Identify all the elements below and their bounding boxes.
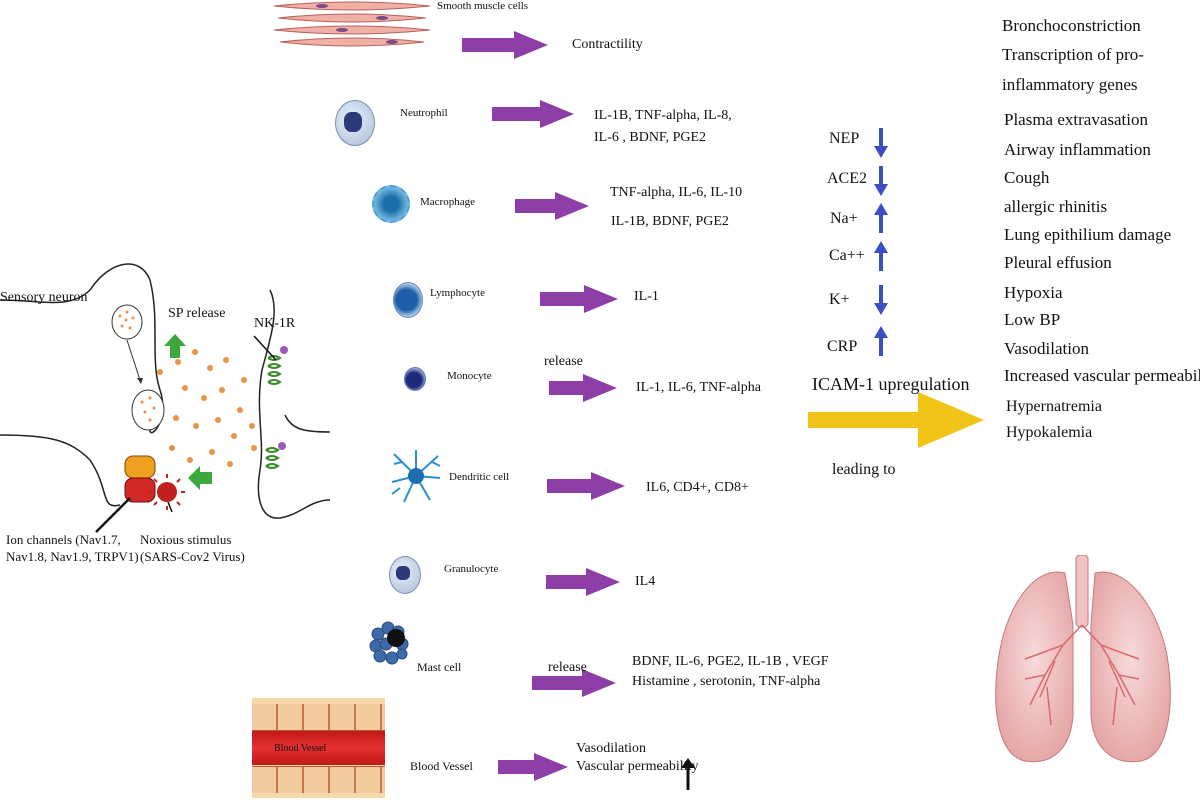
ion-channels-label-2: Nav1.8, Nav1.9, TRPV1) [6, 549, 139, 564]
marker-crp: CRP [827, 338, 858, 355]
outcome-15: Hypokalemia [1006, 424, 1093, 441]
granulocyte-label: Granulocyte [444, 563, 499, 575]
neutrophil-target-2: IL-6 , BDNF, PGE2 [594, 130, 707, 145]
outcome-4: Plasma extravasation [1004, 110, 1148, 129]
lymphocyte-target: IL-1 [634, 289, 659, 304]
down-arrow-icon [874, 166, 888, 196]
down-arrow-icon [874, 285, 888, 315]
outcome-1: Bronchoconstriction [1002, 16, 1141, 35]
monocyte-label: Monocyte [447, 370, 492, 382]
ion-channels-label-1: Ion channels (Nav1.7, [6, 532, 121, 547]
synapse-diagram [0, 263, 330, 533]
down-arrow-icon [874, 128, 888, 158]
marker-ace2: ACE2 [827, 170, 867, 187]
outcome-6: Cough [1004, 168, 1050, 187]
blood-vessel-image: Blood Vessel [252, 698, 385, 798]
up-arrow-icon [874, 203, 888, 233]
icam-label: ICAM-1 upregulation [812, 374, 970, 394]
nk1r-label: NK-1R [254, 316, 296, 331]
mast-target-1: BDNF, IL-6, PGE2, IL-1B , VEGF [632, 654, 829, 669]
marker-ca: Ca++ [829, 247, 865, 264]
mast-cell-label: Mast cell [417, 660, 462, 674]
contractility-text: Contractility [572, 37, 643, 52]
outcome-8: Lung epithilium damage [1004, 225, 1172, 244]
vessel-target-2: Vascular permeability [576, 759, 699, 774]
outcome-7: allergic rhinitis [1004, 197, 1108, 216]
marker-na: Na+ [830, 210, 858, 227]
marker-k: K+ [829, 291, 850, 308]
vessel-target-1: Vasodilation [576, 741, 646, 756]
neutrophil-target-1: IL-1B, TNF-alpha, IL-8, [594, 108, 732, 123]
outcome-2: Transcription of pro- [1002, 45, 1144, 64]
outcome-14: Hypernatremia [1006, 398, 1102, 415]
smooth-muscle-cells-image [273, 1, 431, 47]
macrophage-cell [372, 185, 410, 223]
mast-target-2: Histamine , serotonin, TNF-alpha [632, 674, 821, 689]
lymphocyte-label: Lymphocyte [430, 287, 485, 299]
granulocyte-nucleus [396, 566, 410, 580]
mast-cell-image [369, 621, 409, 665]
blood-vessel-image-label: Blood Vessel [274, 743, 327, 754]
outcome-10: Hypoxia [1004, 283, 1063, 302]
up-arrow-icon [874, 326, 888, 356]
blood-vessel-label: Blood Vessel [410, 759, 473, 773]
outcome-9: Pleural effusion [1004, 253, 1112, 272]
outcome-11: Low BP [1004, 310, 1061, 329]
outcome-13: Increased vascular permeability [1004, 366, 1200, 385]
neutrophil-nucleus [344, 112, 362, 132]
outcome-3: inflammatory genes [1002, 75, 1138, 94]
noxious-label-1: Noxious stimulus [140, 532, 232, 547]
sp-release-label: SP release [168, 306, 226, 321]
smooth-muscle-label: Smooth muscle cells [437, 0, 529, 12]
monocyte-release-label: release [544, 354, 583, 369]
monocyte-target: IL-1, IL-6, TNF-alpha [636, 380, 761, 395]
noxious-label-2: (SARS-Cov2 Virus) [140, 549, 245, 564]
macrophage-target-1: TNF-alpha, IL-6, IL-10 [610, 185, 743, 200]
granulocyte-target: IL4 [635, 574, 656, 589]
leading-to-label: leading to [832, 461, 896, 478]
outcome-5: Airway inflammation [1004, 140, 1151, 159]
up-arrow-icon [874, 241, 888, 271]
macrophage-target-2: IL-1B, BDNF, PGE2 [611, 214, 729, 229]
macrophage-label: Macrophage [420, 196, 475, 208]
dendritic-label: Dendritic cell [449, 471, 510, 483]
lungs-image [995, 555, 1171, 763]
marker-nep: NEP [829, 130, 860, 147]
monocyte-cell [404, 367, 426, 391]
vessel-lumen [252, 731, 385, 765]
neutrophil-label: Neutrophil [400, 107, 448, 119]
yellow-arrow [808, 392, 984, 448]
mast-release-label: release [548, 660, 587, 675]
outcome-12: Vasodilation [1004, 339, 1089, 358]
sensory-neuron-label: Sensory neuron [0, 290, 88, 305]
dendritic-target: IL6, CD4+, CD8+ [646, 480, 749, 495]
up-arrow-icon [681, 758, 695, 790]
dendritic-cell-image [391, 450, 441, 503]
lymphocyte-cell [393, 282, 423, 318]
